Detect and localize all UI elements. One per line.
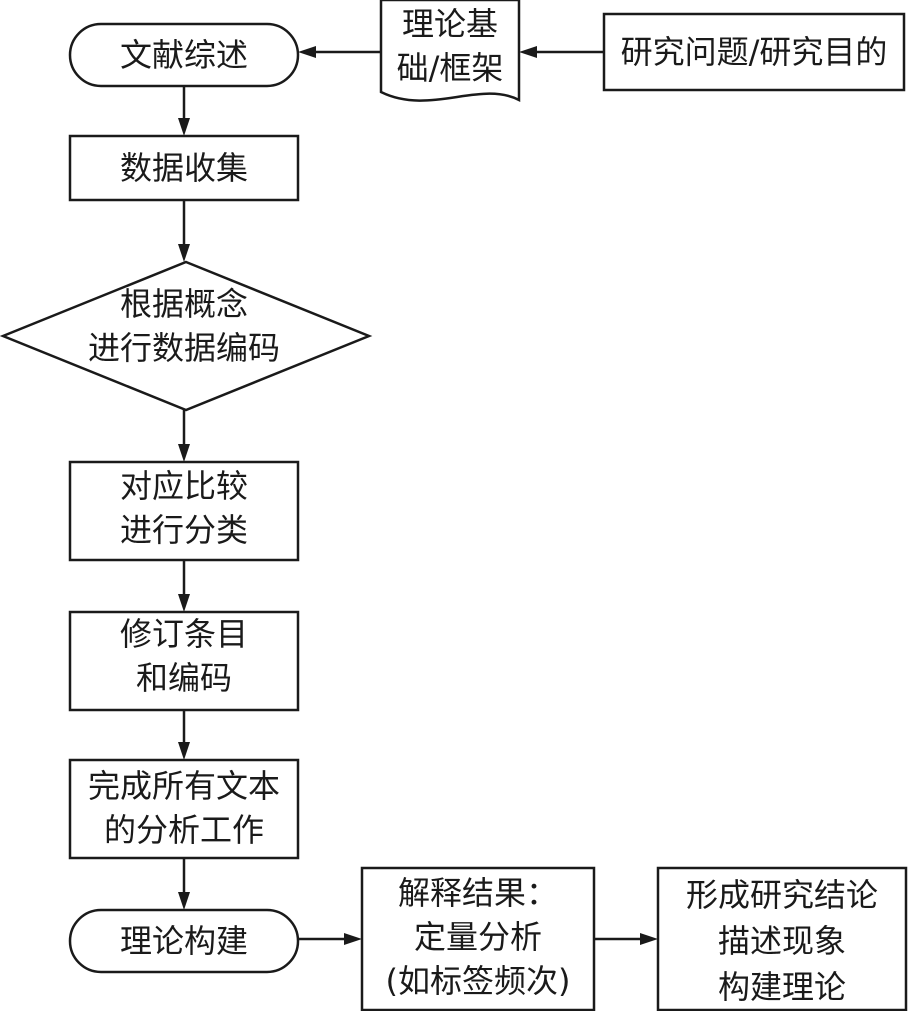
arrow-complete_analysis-to-theory_building bbox=[178, 858, 190, 910]
complete-analysis-label-line-1: 完成所有文本 bbox=[88, 767, 280, 805]
arrow-head bbox=[344, 933, 362, 945]
theory-building-terminator-shape bbox=[68, 908, 300, 974]
concept-coding-label-line-1: 根据概念 bbox=[120, 285, 248, 323]
arrow-revise_items-to-complete_analysis bbox=[178, 710, 190, 760]
research-conclusion-label-line-3: 构建理论 bbox=[718, 968, 846, 1006]
theory-framework-label-line-1: 理论基 bbox=[402, 5, 498, 43]
arrow-data_collection-to-concept_coding bbox=[178, 200, 190, 262]
compare-classify-process-shape bbox=[68, 460, 300, 562]
arrow-head bbox=[640, 933, 658, 945]
arrow-head bbox=[178, 118, 190, 136]
arrow-head bbox=[178, 244, 190, 262]
revise-items-label-line-1: 修订条目 bbox=[120, 615, 248, 653]
data-collection-label-line-1: 数据收集 bbox=[120, 149, 248, 187]
data-collection-process-shape bbox=[68, 134, 300, 202]
revise-items-process-shape bbox=[68, 610, 300, 712]
arrow-compare_classify-to-revise_items bbox=[178, 560, 190, 612]
interpret-results-label-line-1: 解释结果： bbox=[398, 874, 558, 912]
revise-items-label-line-2: 和编码 bbox=[136, 659, 232, 697]
node-theory-building: 理论构建 bbox=[68, 908, 300, 974]
research-conclusion-label-line-1: 形成研究结论 bbox=[686, 876, 878, 914]
theory-building-label-line-1: 理论构建 bbox=[120, 922, 248, 960]
literature-review-label-line-1: 文献综述 bbox=[120, 36, 248, 74]
arrow-theory_building-to-interpret_results bbox=[298, 933, 362, 945]
arrow-literature_review-to-data_collection bbox=[178, 86, 190, 136]
research-question-process-shape bbox=[602, 12, 906, 92]
compare-classify-label-line-2: 进行分类 bbox=[120, 511, 248, 549]
literature-review-terminator-shape bbox=[68, 22, 300, 88]
theory-framework-document-shape bbox=[379, 0, 521, 103]
node-interpret-results: 解释结果： 定量分析 (如标签频次) bbox=[360, 866, 596, 1011]
interpret-results-label-line-3: (如标签频次) bbox=[386, 962, 571, 1000]
complete-analysis-process-shape bbox=[68, 758, 300, 860]
research-conclusion-process-shape bbox=[656, 866, 908, 1011]
arrow-head bbox=[178, 444, 190, 462]
arrow-head bbox=[178, 742, 190, 760]
concept-coding-label-line-2: 进行数据编码 bbox=[88, 329, 280, 367]
research-conclusion-label-line-2: 描述现象 bbox=[718, 922, 846, 960]
node-research-question: 研究问题/研究目的 bbox=[602, 12, 906, 92]
interpret-results-process-shape bbox=[360, 866, 596, 1011]
node-literature-review: 文献综述 bbox=[68, 22, 300, 88]
node-data-collection: 数据收集 bbox=[68, 134, 300, 202]
arrow-concept_coding-to-compare_classify bbox=[178, 410, 190, 462]
concept-coding-decision-shape bbox=[0, 260, 373, 412]
arrow-head bbox=[298, 46, 316, 58]
theory-framework-label-line-2: 础/框架 bbox=[397, 49, 504, 87]
complete-analysis-label-line-2: 的分析工作 bbox=[104, 811, 264, 849]
arrow-head bbox=[178, 892, 190, 910]
arrow-head bbox=[178, 594, 190, 612]
arrow-interpret_results-to-research_conclusion bbox=[594, 933, 658, 945]
compare-classify-label-line-1: 对应比较 bbox=[120, 467, 248, 505]
arrow-head bbox=[519, 46, 537, 58]
arrow-theory_framework-to-literature_review bbox=[298, 46, 381, 58]
arrow-research_question-to-theory_framework bbox=[519, 46, 604, 58]
research-question-label-line-1: 研究问题/研究目的 bbox=[621, 33, 888, 71]
interpret-results-label-line-2: 定量分析 bbox=[414, 918, 542, 956]
